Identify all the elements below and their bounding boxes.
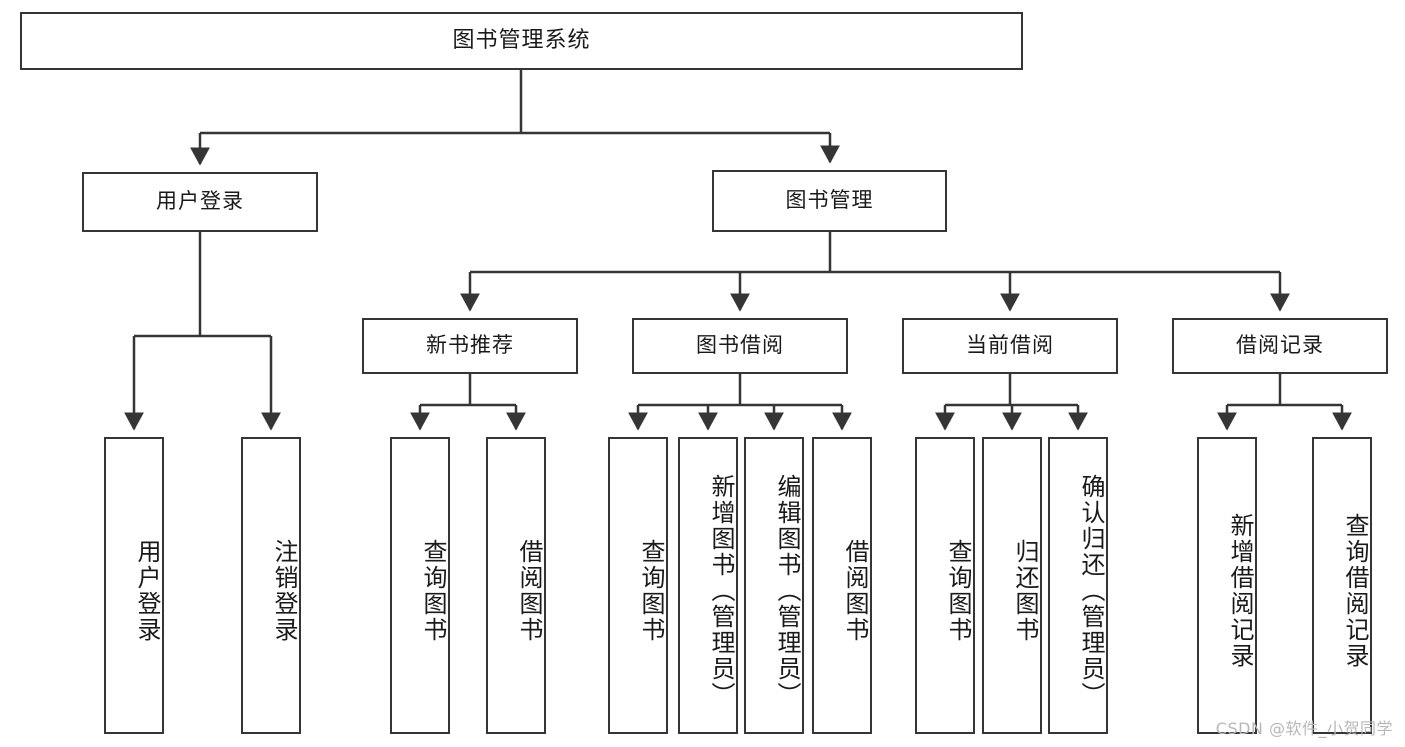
node-book-borrow[interactable]: 图书借阅 (632, 318, 848, 374)
leaf-edit-book-admin[interactable]: 编辑图书（管理员） (744, 437, 804, 734)
leaf-borrow-book-new-rec[interactable]: 借阅图书 (486, 437, 546, 734)
leaf-user-logout[interactable]: 注销登录 (241, 437, 301, 734)
node-current-borrow[interactable]: 当前借阅 (902, 318, 1118, 374)
leaf-query-borrow-record[interactable]: 查询借阅记录 (1312, 437, 1372, 734)
node-new-book-recommend[interactable]: 新书推荐 (362, 318, 578, 374)
leaf-borrow-book[interactable]: 借阅图书 (812, 437, 872, 734)
leaf-query-book-new-rec[interactable]: 查询图书 (390, 437, 450, 734)
leaf-query-book-current[interactable]: 查询图书 (915, 437, 975, 734)
node-book-manage[interactable]: 图书管理 (712, 170, 947, 232)
leaf-confirm-return-admin[interactable]: 确认归还（管理员） (1048, 437, 1108, 734)
leaf-user-login[interactable]: 用户登录 (104, 437, 164, 734)
csdn-watermark: CSDN @软件_小贺同学 (1215, 719, 1393, 738)
node-user-login[interactable]: 用户登录 (82, 172, 318, 232)
leaf-add-borrow-record[interactable]: 新增借阅记录 (1197, 437, 1257, 734)
node-root-system[interactable]: 图书管理系统 (20, 12, 1023, 70)
leaf-return-book[interactable]: 归还图书 (982, 437, 1042, 734)
node-borrow-record[interactable]: 借阅记录 (1172, 318, 1388, 374)
leaf-query-book-borrow[interactable]: 查询图书 (608, 437, 668, 734)
leaf-add-book-admin[interactable]: 新增图书（管理员） (678, 437, 738, 734)
